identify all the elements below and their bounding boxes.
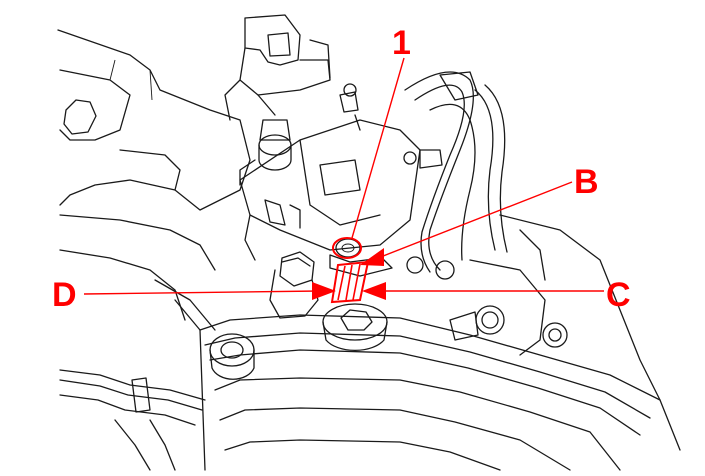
callout-label-1: 1 bbox=[392, 24, 411, 62]
right-hoses bbox=[403, 71, 508, 273]
callout-leader-b bbox=[360, 181, 573, 266]
lower-left-cables bbox=[59, 369, 206, 471]
callout-label-c: C bbox=[606, 276, 631, 314]
callout-leader-d bbox=[83, 282, 336, 300]
right-engine-block bbox=[406, 214, 681, 451]
central-module bbox=[239, 83, 421, 261]
callout-leader-1 bbox=[351, 57, 405, 239]
callout-label-d: D bbox=[52, 276, 77, 314]
callout-leader-c bbox=[362, 282, 604, 300]
left-bracket-housing bbox=[57, 29, 251, 321]
left-hex-bolt bbox=[269, 251, 319, 319]
top-connector bbox=[224, 14, 331, 121]
left-stud-boss bbox=[209, 333, 255, 380]
highlight-marking bbox=[330, 237, 370, 304]
callout-label-b: B bbox=[574, 163, 599, 201]
lower-pan bbox=[154, 279, 661, 471]
central-socket-bolt bbox=[322, 303, 388, 352]
